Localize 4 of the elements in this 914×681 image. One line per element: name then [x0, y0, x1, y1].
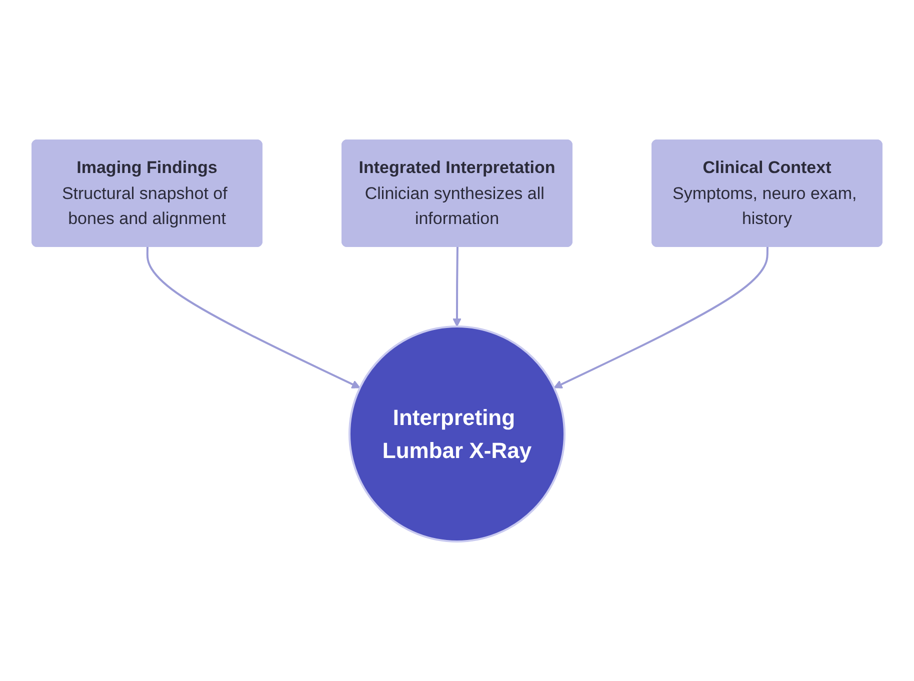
arrow: [452, 246, 462, 327]
arrow: [146, 246, 360, 388]
arrow: [554, 246, 768, 388]
node-circle: Interpreting Lumbar X-Ray: [348, 325, 566, 542]
